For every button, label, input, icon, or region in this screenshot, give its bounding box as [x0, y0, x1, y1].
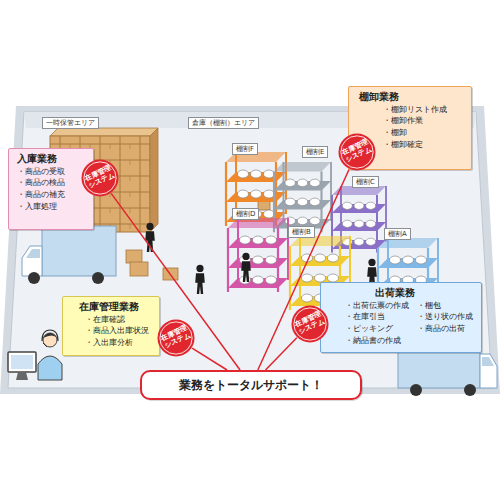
stamp-text-holder: 在庫管理 システム [338, 133, 376, 171]
bullet-item: ・梱包 [417, 300, 473, 312]
bullet-item: ・ピッキング [345, 323, 409, 335]
shelf-tag: 棚割D [232, 208, 259, 220]
bullet-columns: ・出荷伝票の作成・在庫引当・ピッキング・納品書の作成・梱包・送り状の作成・商品の… [345, 300, 475, 346]
box-heading: 入庫業務 [17, 153, 87, 166]
bullet-item: ・棚卸リスト作成 [383, 104, 465, 116]
bullet-item: ・入庫処理 [17, 201, 87, 213]
stamp-disc [338, 133, 375, 170]
shelf-tag: 棚割F [232, 143, 258, 155]
system-stamp: 在庫管理 システム [291, 305, 329, 343]
bullet-item: ・商品入出庫状況 [85, 325, 153, 337]
shipping-box: 出荷業務・出荷伝票の作成・在庫引当・ピッキング・納品書の作成・梱包・送り状の作成… [320, 282, 482, 353]
support-banner: 業務をトータルサポート！ [140, 370, 362, 400]
shelf-tag: 棚割C [352, 176, 379, 188]
stamp-ring [341, 136, 373, 168]
stamp-ring [294, 308, 326, 340]
stamp-text-holder: 在庫管理 システム [81, 159, 119, 197]
area-label: 倉庫（棚割）エリア [188, 117, 259, 129]
stamp-ring [160, 322, 192, 354]
bullet-item: ・商品の出荷 [417, 323, 473, 335]
stamp-label: 在庫管理 システム [83, 165, 117, 191]
stamp-disc [291, 305, 328, 342]
bullet-item: ・在庫確認 [85, 314, 153, 326]
connector-line [192, 348, 227, 370]
stamp-disc [157, 319, 194, 356]
stamp-ring [84, 162, 116, 194]
bullet-item: ・棚卸作業 [383, 115, 465, 127]
box-heading: 在庫管理業務 [79, 301, 153, 314]
system-stamp: 在庫管理 システム [81, 159, 119, 197]
stamp-text-holder: 在庫管理 システム [291, 305, 329, 343]
system-stamp: 在庫管理 システム [338, 133, 376, 171]
bullet-column: ・出荷伝票の作成・在庫引当・ピッキング・納品書の作成 [345, 300, 409, 346]
bullet-item: ・商品の受取 [17, 166, 87, 178]
stamp-label: 在庫管理 システム [340, 139, 374, 165]
bullet-column: ・梱包・送り状の作成・商品の出荷 [417, 300, 473, 346]
bullet-item: ・送り状の作成 [417, 311, 473, 323]
bullet-item: ・商品の検品 [17, 177, 87, 189]
bullet-item: ・棚卸 [383, 127, 465, 139]
bullet-item: ・在庫引当 [345, 311, 409, 323]
operator-at-computer [8, 330, 62, 380]
bullet-item: ・納品書の作成 [345, 335, 409, 347]
area-label: 一時保管エリア [42, 117, 99, 129]
banner-text: 業務をトータルサポート！ [179, 378, 323, 393]
stamp-label: 在庫管理 システム [293, 311, 327, 337]
system-stamp: 在庫管理 システム [157, 319, 195, 357]
left-truck [22, 226, 116, 284]
bullet-item: ・商品の補充 [17, 189, 87, 201]
receiving-box: 入庫業務・商品の受取・商品の検品・商品の補充・入庫処理 [8, 148, 94, 230]
shelf-tag: 棚割B [288, 226, 315, 238]
stock-management-box: 在庫管理業務・在庫確認・商品入出庫状況・入出庫分析 [62, 296, 160, 356]
bullet-item: ・入出庫分析 [85, 337, 153, 349]
stamp-label: 在庫管理 システム [159, 325, 193, 351]
shelf-tag: 棚割E [302, 146, 328, 158]
shelf-tag: 棚割A [384, 228, 411, 240]
connector-line [266, 338, 297, 370]
bullet-item: ・棚卸確定 [383, 139, 465, 151]
bullet-item: ・出荷伝票の作成 [345, 300, 409, 312]
stamp-disc [81, 159, 118, 196]
stamp-text-holder: 在庫管理 システム [157, 319, 195, 357]
box-heading: 出荷業務 [375, 287, 475, 300]
box-heading: 棚卸業務 [359, 91, 465, 104]
